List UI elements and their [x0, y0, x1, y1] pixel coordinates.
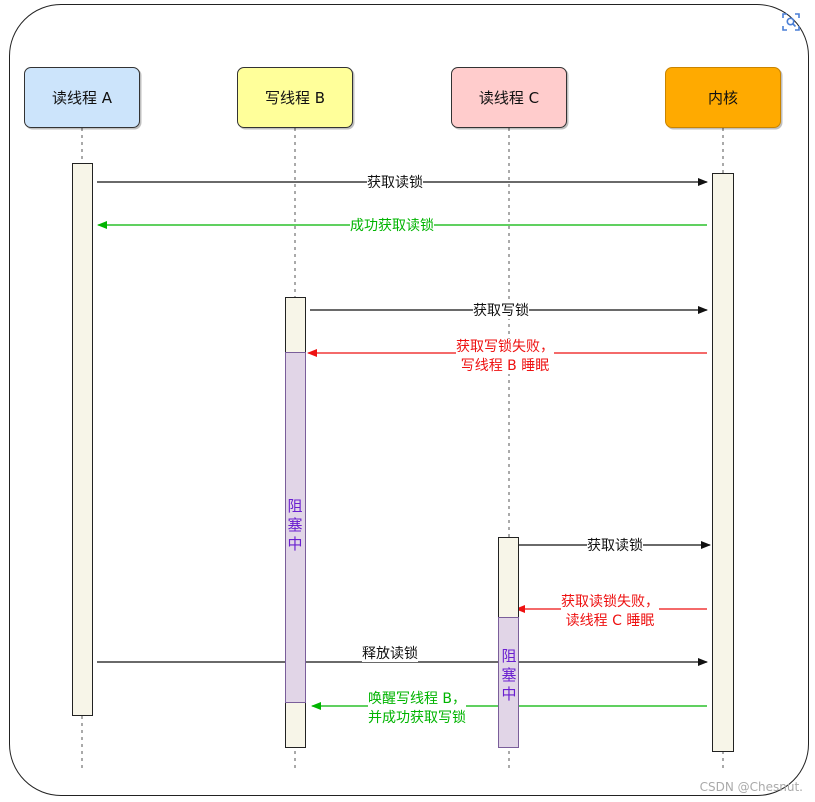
blocked-label-c: 阻塞中 [501, 647, 517, 703]
msg-b-get-write-lock: 获取写锁 [473, 303, 529, 319]
msg-write-lock-fail: 获取写锁失败，写线程 B 睡眠 [456, 339, 554, 374]
scan-zoom-icon[interactable] [781, 12, 801, 32]
watermark: CSDN @Chesnut. [699, 780, 803, 794]
msg-success-get-read-lock: 成功获取读锁 [350, 218, 434, 234]
msg-wake-write-thread: 唤醒写线程 B，并成功获取写锁 [367, 691, 467, 726]
actor-write-thread-b: 写线程 B [237, 67, 353, 128]
msg-release-read-lock: 释放读锁 [362, 646, 418, 662]
activation-a [72, 163, 93, 716]
actor-b-label: 写线程 B [264, 89, 326, 107]
blocked-bar-b [285, 352, 306, 703]
actor-kernel: 内核 [665, 67, 781, 128]
actor-a-label: 读线程 A [51, 89, 113, 107]
msg-a-get-read-lock: 获取读锁 [367, 175, 423, 191]
blocked-label-b: 阻塞中 [287, 497, 303, 553]
diagram-frame [9, 4, 809, 796]
msg-read-lock-fail: 获取读锁失败，读线程 C 睡眠 [561, 594, 659, 629]
actor-read-thread-a: 读线程 A [24, 67, 140, 128]
actor-kernel-label: 内核 [707, 89, 738, 107]
actor-c-label: 读线程 C [478, 89, 540, 107]
blocked-bar-c [498, 617, 519, 748]
msg-c-get-read-lock: 获取读锁 [587, 538, 643, 554]
actor-read-thread-c: 读线程 C [451, 67, 567, 128]
activation-kernel [712, 173, 734, 752]
